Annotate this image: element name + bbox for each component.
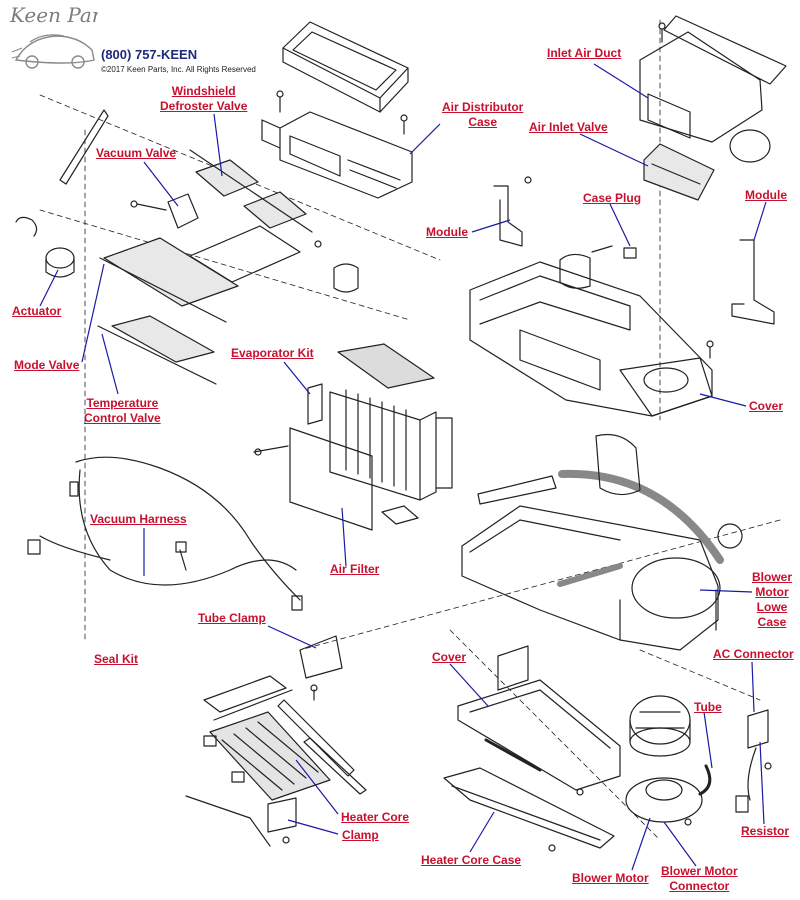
label-seal-kit[interactable]: Seal Kit [94, 652, 139, 666]
label-tube[interactable]: Tube [694, 700, 722, 714]
label-tube-clamp[interactable]: Tube Clamp [198, 611, 266, 625]
heater-core-drawing [185, 699, 367, 847]
brand-header: Keen Parts (800) 757-KEEN ©2017 Keen Par… [4, 2, 274, 82]
label-module-center[interactable]: Module [426, 225, 468, 239]
temperature-valve-drawing [97, 315, 217, 385]
label-evaporator-kit[interactable]: Evaporator Kit [231, 346, 314, 360]
label-mode-valve[interactable]: Mode Valve [14, 358, 80, 372]
label-resistor[interactable]: Resistor [741, 824, 790, 838]
label-actuator[interactable]: Actuator [12, 304, 62, 318]
lower-cover-drawing [457, 645, 621, 791]
inlet-air-duct-drawing [639, 15, 787, 163]
evaporator-kit-drawing [253, 343, 453, 531]
heater-pipes-drawing [203, 635, 343, 721]
copyright-text: ©2017 Keen Parts, Inc. All Rights Reserv… [101, 65, 256, 74]
phone-number[interactable]: (800) 757-KEEN [101, 47, 198, 62]
hvac-case-drawing [469, 253, 713, 417]
label-heater-core[interactable]: Heater Core [341, 810, 410, 824]
label-clamp[interactable]: Clamp [342, 828, 379, 842]
defroster-valve-drawing [189, 149, 313, 233]
label-case-plug[interactable]: Case Plug [583, 191, 642, 205]
mode-valve-drawing [99, 225, 301, 323]
assembly-guide-lines [39, 19, 781, 841]
leader-lines [39, 63, 767, 871]
vacuum-valve-drawing [130, 193, 199, 229]
label-vacuum-valve[interactable]: Vacuum Valve [96, 146, 177, 160]
blower-lower-case-drawing [461, 433, 743, 651]
linkage-rod-drawing [59, 109, 109, 185]
label-cover-upper[interactable]: Cover [749, 399, 784, 413]
resistor-drawing [735, 709, 772, 813]
screw-icons [276, 22, 714, 796]
label-ac-connector[interactable]: AC Connector [713, 647, 794, 661]
label-inlet-air-duct[interactable]: Inlet Air Duct [547, 46, 622, 60]
vacuum-harness-drawing [27, 456, 303, 611]
label-air-filter[interactable]: Air Filter [330, 562, 380, 576]
label-vacuum-harness[interactable]: Vacuum Harness [90, 512, 187, 526]
label-cover-lower[interactable]: Cover [432, 650, 467, 664]
heater-core-case-drawing [443, 767, 615, 852]
module-drawing [493, 176, 775, 325]
air-distributor-case-drawing [261, 21, 413, 199]
label-heater-core-case[interactable]: Heater Core Case [421, 853, 522, 867]
blower-motor-drawing [625, 695, 712, 826]
air-inlet-valve-drawing [643, 143, 715, 201]
label-blower-motor[interactable]: Blower Motor [572, 871, 649, 885]
label-air-inlet-valve[interactable]: Air Inlet Valve [529, 120, 608, 134]
actuator-drawing [15, 216, 359, 293]
case-plug-drawing [591, 245, 637, 259]
label-module-right[interactable]: Module [745, 188, 787, 202]
